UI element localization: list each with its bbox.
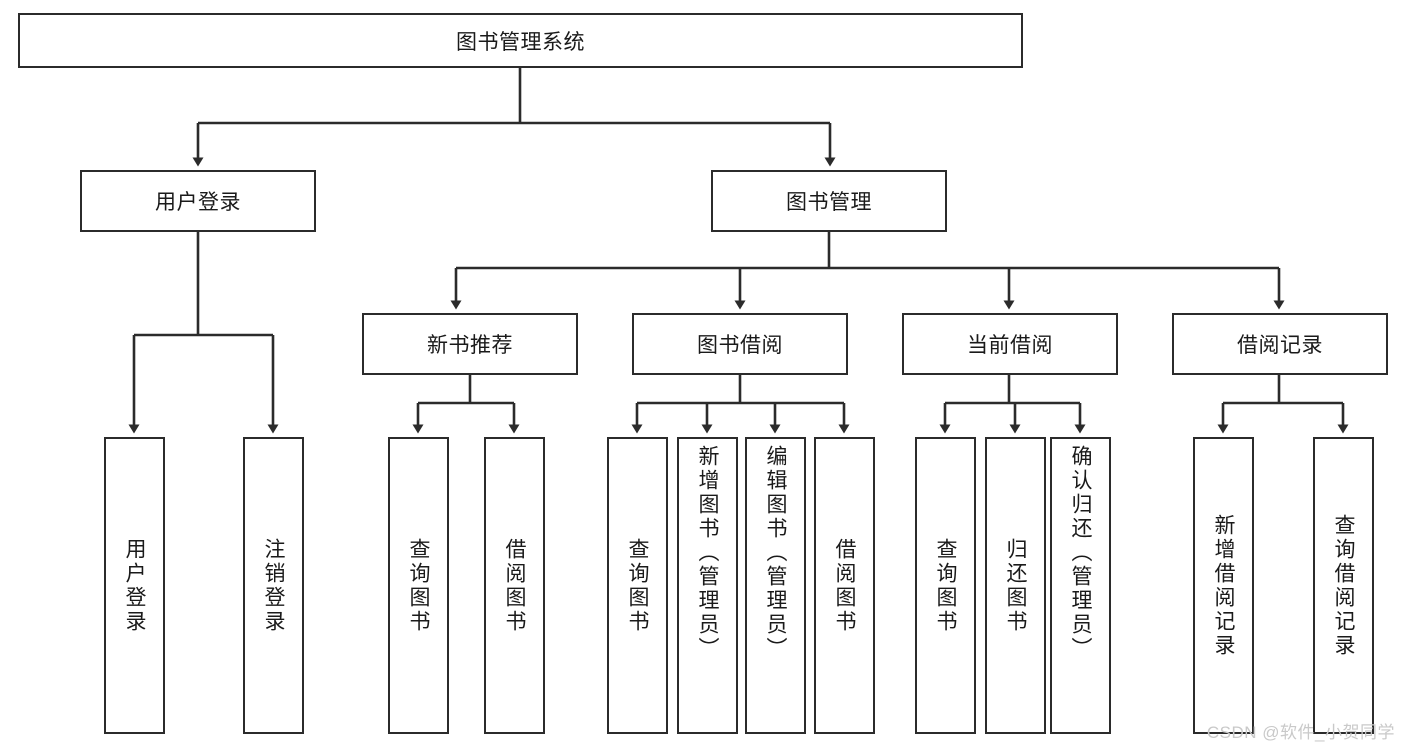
node-label: 图书管理系统 [456, 30, 585, 54]
node-label: 用户登录 [155, 191, 241, 214]
node-label: 新书推荐 [427, 334, 513, 357]
node-label: 编辑图书（管理员） [764, 445, 787, 661]
node-leaf-borrow-book-recommendation[interactable]: 借阅图书 [484, 437, 545, 734]
node-leaf-borrow-book-borrowing[interactable]: 借阅图书 [814, 437, 875, 734]
node-label: 借阅图书 [503, 537, 526, 634]
node-label: 当前借阅 [967, 334, 1053, 357]
node-leaf-user-login[interactable]: 用户登录 [104, 437, 165, 734]
node-leaf-query-borrowing-record[interactable]: 查询借阅记录 [1313, 437, 1374, 734]
node-label: 查询图书 [626, 537, 649, 634]
node-leaf-add-book-admin[interactable]: 新增图书（管理员） [677, 437, 738, 734]
node-label: 确认归还（管理员） [1069, 445, 1092, 661]
node-current-borrowing[interactable]: 当前借阅 [902, 313, 1118, 375]
node-leaf-logout[interactable]: 注销登录 [243, 437, 304, 734]
edges-current-borrow-to-leaves [939, 375, 1086, 434]
node-leaf-add-borrowing-record[interactable]: 新增借阅记录 [1193, 437, 1254, 734]
edges-borrow-record-to-leaves [1217, 375, 1349, 434]
node-leaf-query-book-current[interactable]: 查询图书 [915, 437, 976, 734]
node-label: 借阅图书 [833, 537, 856, 634]
node-label: 用户登录 [123, 537, 146, 634]
node-book-borrowing[interactable]: 图书借阅 [632, 313, 848, 375]
node-label: 注销登录 [262, 537, 285, 634]
node-leaf-confirm-return-admin[interactable]: 确认归还（管理员） [1050, 437, 1111, 734]
node-leaf-return-book[interactable]: 归还图书 [985, 437, 1046, 734]
node-borrowing-record[interactable]: 借阅记录 [1172, 313, 1388, 375]
node-root-book-management-system[interactable]: 图书管理系统 [18, 13, 1023, 68]
node-label: 归还图书 [1004, 537, 1027, 634]
node-label: 新增借阅记录 [1212, 513, 1235, 658]
edges-book-borrow-to-leaves [631, 375, 850, 434]
node-leaf-edit-book-admin[interactable]: 编辑图书（管理员） [745, 437, 806, 734]
node-label: 图书管理 [786, 191, 872, 214]
edges-root-to-level2 [192, 68, 836, 167]
edges-new-book-rec-to-leaves [412, 375, 520, 434]
node-label: 查询图书 [407, 537, 430, 634]
node-leaf-query-book-borrowing[interactable]: 查询图书 [607, 437, 668, 734]
node-leaf-query-book-recommendation[interactable]: 查询图书 [388, 437, 449, 734]
node-label: 新增图书（管理员） [696, 445, 719, 661]
node-label: 查询借阅记录 [1332, 513, 1355, 658]
node-label: 查询图书 [934, 537, 957, 634]
node-new-book-recommendation[interactable]: 新书推荐 [362, 313, 578, 375]
node-book-management[interactable]: 图书管理 [711, 170, 947, 232]
edges-user-login-to-leaves [128, 232, 279, 434]
edges-book-manage-to-level3 [450, 232, 1285, 310]
node-label: 图书借阅 [697, 334, 783, 357]
node-label: 借阅记录 [1237, 334, 1323, 357]
node-user-login[interactable]: 用户登录 [80, 170, 316, 232]
